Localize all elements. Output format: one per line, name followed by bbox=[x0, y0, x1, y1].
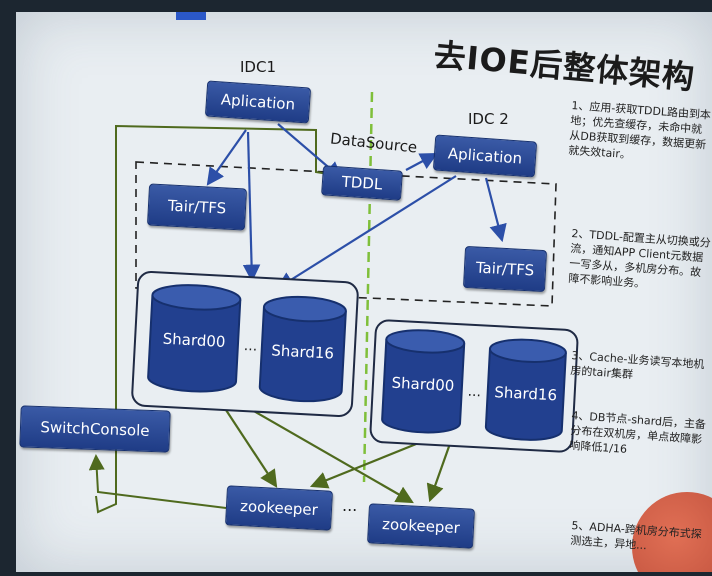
slide: 去IOE后整体架构 IDC1 IDC 2 DataSource Aplicati… bbox=[16, 12, 712, 572]
shard-group-idc2: Shard00 ... Shard16 bbox=[368, 318, 580, 454]
note-2: 2、TDDL-配置主从切换或分流，通知APP Client元数据一写多从，多机房… bbox=[567, 226, 712, 291]
accent-bar bbox=[176, 12, 206, 20]
idc1-label: IDC1 bbox=[240, 58, 276, 76]
app2-to-shard1 bbox=[276, 175, 457, 290]
tair-tfs-node-idc2: Tair/TFS bbox=[462, 245, 548, 293]
zookeeper-ellipsis: ... bbox=[342, 496, 358, 515]
shard-group-idc1: Shard00 ... Shard16 bbox=[130, 270, 360, 418]
switch-to-tddl-line bbox=[95, 124, 343, 514]
note-4: 4、DB节点-shard后，主备分布在双机房，单点故障影响降低1/16 bbox=[568, 408, 707, 456]
tddl-to-app2 bbox=[405, 152, 438, 171]
shard-cylinder: Shard16 bbox=[483, 337, 568, 443]
application-node-idc2: Aplication bbox=[432, 134, 538, 178]
idc2-label: IDC 2 bbox=[468, 110, 509, 128]
app1-to-shard1 bbox=[242, 131, 261, 283]
zk-to-switch-line bbox=[88, 454, 227, 509]
shard-ellipsis: ... bbox=[467, 383, 482, 401]
zookeeper-node-1: zookeeper bbox=[225, 485, 333, 531]
note-1: 1、应用-获取TDDL路由到本地；优先查缓存，未命中就从DB获取到缓存，数据更新… bbox=[567, 98, 712, 162]
shard1-to-zk1 bbox=[225, 409, 278, 488]
shard2-to-zk2 bbox=[426, 437, 454, 503]
connector-layer bbox=[88, 91, 557, 514]
shard-cylinder: Shard00 bbox=[145, 281, 243, 396]
zookeeper-node-2: zookeeper bbox=[367, 503, 475, 549]
dashed-boundary bbox=[135, 161, 557, 307]
app1-to-tair1 bbox=[206, 129, 247, 186]
shard-cylinder: Shard16 bbox=[257, 293, 349, 405]
shard1-to-zk2 bbox=[251, 409, 414, 504]
shard-cylinder: Shard00 bbox=[380, 327, 467, 435]
switch-console-node: SwitchConsole bbox=[19, 405, 171, 453]
idc-divider bbox=[362, 91, 374, 483]
app2-to-tair2 bbox=[484, 177, 507, 243]
tddl-node: TDDL bbox=[321, 165, 403, 201]
tair-tfs-node-idc1: Tair/TFS bbox=[146, 183, 248, 231]
application-node-idc1: Aplication bbox=[204, 80, 312, 124]
shard-ellipsis: ... bbox=[243, 337, 258, 355]
